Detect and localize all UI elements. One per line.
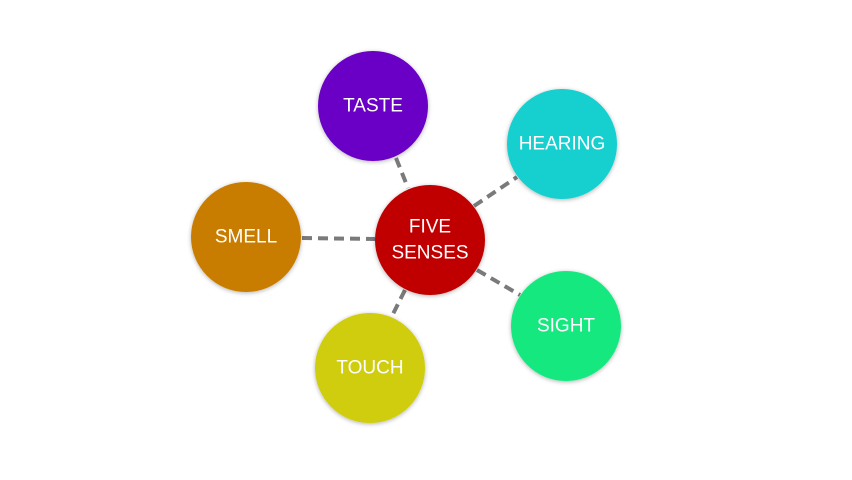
node-circle xyxy=(511,271,621,381)
center-label-line2: SENSES xyxy=(391,243,468,264)
node-label: TASTE xyxy=(343,96,403,117)
node-label: TOUCH xyxy=(336,358,403,379)
center-label-line1: FIVE xyxy=(409,217,451,238)
connectors xyxy=(301,157,522,317)
node-smell: SMELL xyxy=(191,182,301,292)
node-touch: TOUCH xyxy=(315,313,425,423)
node-label: SIGHT xyxy=(537,316,595,337)
node-circle xyxy=(315,313,425,423)
node-sight: SIGHT xyxy=(511,271,621,381)
node-taste: TASTE xyxy=(318,51,428,161)
connector-hearing xyxy=(472,175,519,208)
connector-smell xyxy=(301,236,376,241)
node-circle xyxy=(191,182,301,292)
connector-touch xyxy=(390,289,407,317)
node-label: HEARING xyxy=(519,134,606,155)
node-circle xyxy=(318,51,428,161)
node-circle xyxy=(507,89,617,199)
connector-sight xyxy=(475,268,522,297)
center-circle xyxy=(375,185,485,295)
connector-taste xyxy=(394,157,410,189)
node-center: FIVE SENSES xyxy=(375,185,485,295)
node-hearing: HEARING xyxy=(507,89,617,199)
node-label: SMELL xyxy=(215,227,277,248)
